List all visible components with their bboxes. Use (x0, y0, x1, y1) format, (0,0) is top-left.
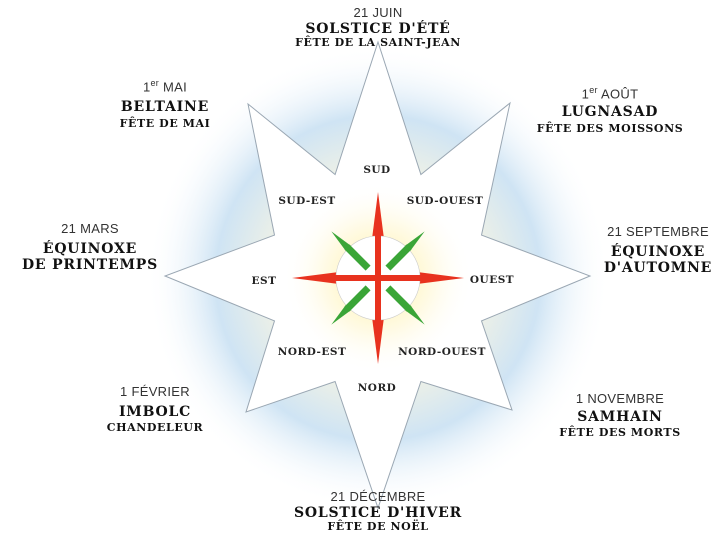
lugnasad-date: 1er AOÛT (525, 85, 695, 102)
lugnasad-sub: FÊTE DES MOISSONS (525, 123, 695, 136)
samhain-name: SAMHAIN (545, 409, 695, 425)
dir-nord: NORD (358, 382, 397, 394)
label-summer-solstice: 21 JUIN SOLSTICE D'ÉTÉ FÊTE DE LA SAINT-… (263, 6, 493, 50)
beltaine-date: 1er MAI (90, 78, 240, 95)
label-winter-solstice: 21 DÉCEMBRE SOLSTICE D'HIVER FÊTE DE NOË… (263, 490, 493, 534)
samhain-sub: FÊTE DES MORTS (545, 427, 695, 440)
dir-sud: SUD (363, 164, 390, 176)
summer-date: 21 JUIN (263, 6, 493, 21)
autumn-name-line2: D'AUTOMNE (590, 260, 726, 276)
dir-nord-ouest: NORD-OUEST (398, 346, 486, 358)
imbolc-name: IMBOLC (80, 404, 230, 420)
label-beltaine: 1er MAI BELTAINE FÊTE DE MAI (90, 78, 240, 131)
autumn-name-line1: ÉQUINOXE (590, 244, 726, 260)
winter-date: 21 DÉCEMBRE (263, 490, 493, 505)
autumn-date: 21 SEPTEMBRE (590, 225, 726, 240)
samhain-date: 1 NOVEMBRE (545, 392, 695, 407)
dir-sud-est: SUD-EST (278, 195, 335, 207)
beltaine-sub: FÊTE DE MAI (90, 118, 240, 131)
spring-name-line1: ÉQUINOXE (5, 241, 175, 257)
label-autumn-equinox: 21 SEPTEMBRE ÉQUINOXE D'AUTOMNE (590, 225, 726, 276)
beltaine-name: BELTAINE (90, 99, 240, 115)
label-lugnasad: 1er AOÛT LUGNASAD FÊTE DES MOISSONS (525, 85, 695, 136)
label-imbolc: 1 FÉVRIER IMBOLC CHANDELEUR (80, 385, 230, 435)
dir-est: EST (252, 275, 277, 287)
dir-sud-ouest: SUD-OUEST (407, 195, 484, 207)
dir-ouest: OUEST (470, 274, 514, 286)
spring-name-line2: DE PRINTEMPS (5, 257, 175, 273)
summer-sub: FÊTE DE LA SAINT-JEAN (263, 37, 493, 50)
summer-name: SOLSTICE D'ÉTÉ (263, 21, 493, 37)
label-spring-equinox: 21 MARS ÉQUINOXE DE PRINTEMPS (5, 222, 175, 273)
imbolc-sub: CHANDELEUR (80, 422, 230, 435)
lugnasad-name: LUGNASAD (525, 104, 695, 120)
winter-sub: FÊTE DE NOËL (263, 521, 493, 534)
winter-name: SOLSTICE D'HIVER (263, 505, 493, 521)
label-samhain: 1 NOVEMBRE SAMHAIN FÊTE DES MORTS (545, 392, 695, 440)
dir-nord-est: NORD-EST (278, 346, 347, 358)
spring-date: 21 MARS (5, 222, 175, 237)
cross-red-bar (375, 232, 381, 324)
imbolc-date: 1 FÉVRIER (80, 385, 230, 400)
